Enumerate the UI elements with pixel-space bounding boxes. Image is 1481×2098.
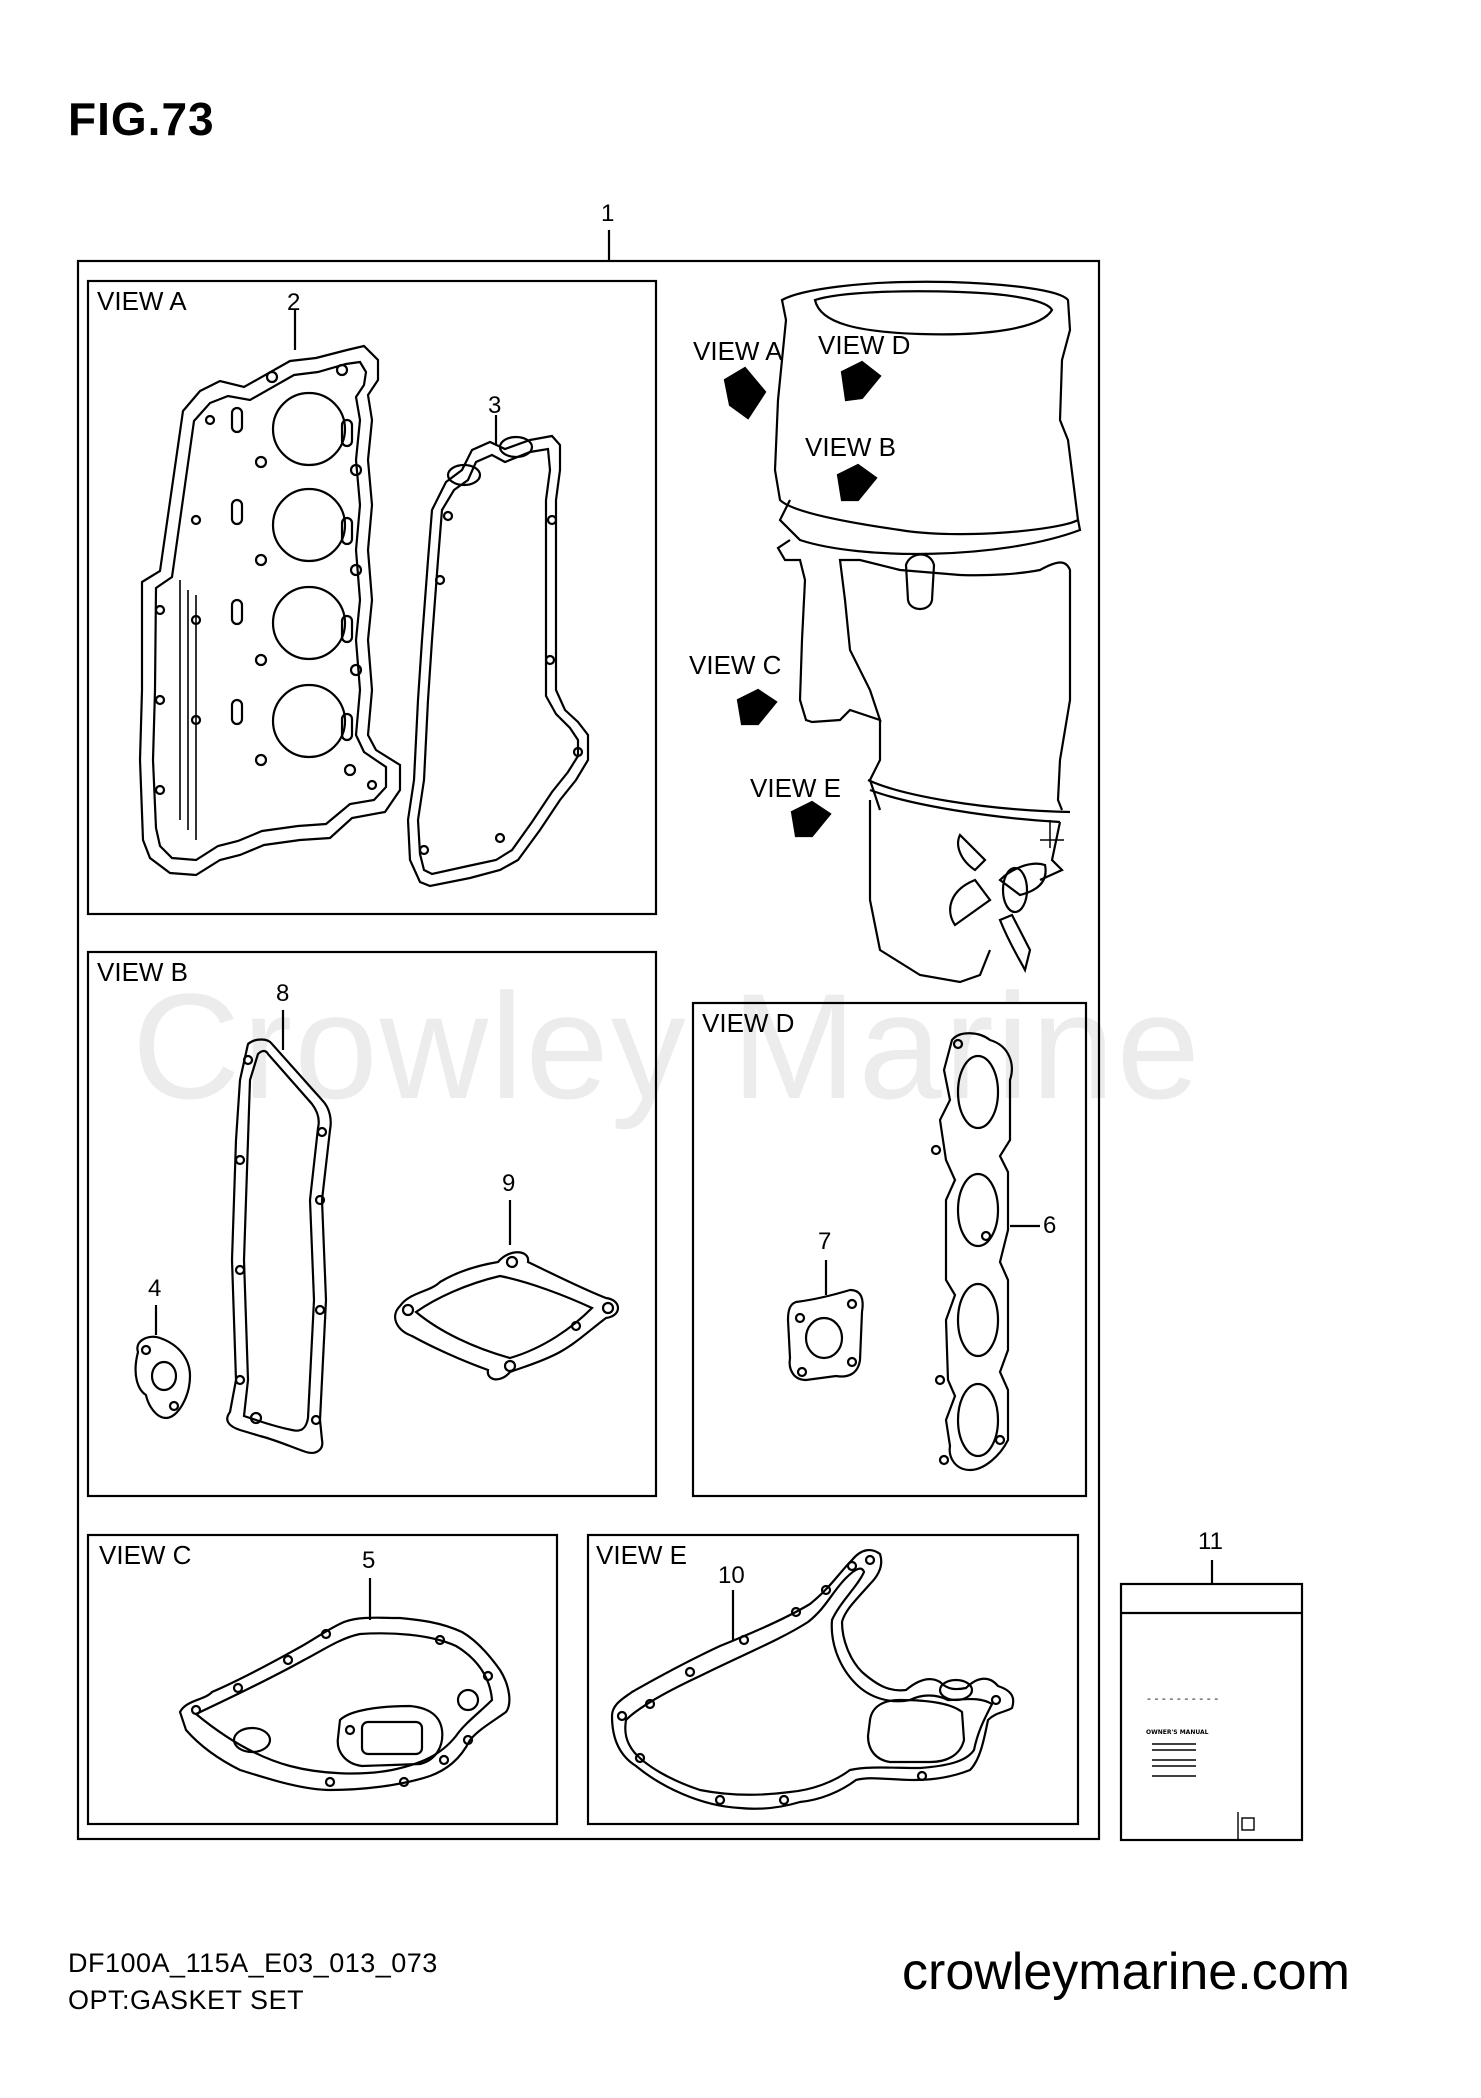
figure-title: FIG.73 (68, 93, 215, 145)
gasket-6 (930, 1032, 1013, 1472)
gasket-10 (610, 1548, 1015, 1810)
diagram-name: OPT:GASKET SET (68, 1985, 305, 2015)
motor-view-b-label: VIEW B (805, 432, 897, 462)
view-a-box (86, 279, 658, 916)
part-callout-2: 2 (287, 289, 301, 316)
manual-heading: OWNER'S MANUAL (1146, 1729, 1209, 1736)
diagram-code: DF100A_115A_E03_013_073 (68, 1948, 438, 1978)
part-callout-3: 3 (488, 392, 502, 419)
site-name: crowleymarine.com (902, 1943, 1350, 2001)
view-e-label: VIEW E (596, 1540, 688, 1570)
manual-dashes: - - - - - - - - - - (1147, 1692, 1219, 1705)
part-callout-8: 8 (276, 980, 290, 1007)
view-a-label: VIEW A (97, 286, 187, 316)
part-callout-7: 7 (818, 1228, 832, 1255)
part-callout-5: 5 (362, 1547, 376, 1574)
view-d-box (691, 1001, 1088, 1498)
view-b-box (86, 950, 658, 1498)
view-b-label: VIEW B (97, 957, 189, 987)
manual-box (1119, 1582, 1304, 1842)
gasket-4 (134, 1335, 192, 1420)
part-callout-9: 9 (502, 1170, 516, 1197)
part-callout-11: 11 (1198, 1528, 1223, 1555)
motor-view-d-label: VIEW D (818, 330, 911, 360)
gasket-9 (394, 1251, 620, 1381)
view-e-box (586, 1533, 1080, 1826)
gasket-5 (178, 1616, 511, 1792)
part-callout-10: 10 (718, 1562, 745, 1589)
motor-view-e-label: VIEW E (750, 773, 842, 803)
outer-frame (76, 259, 1101, 1841)
cover-gasket-3 (406, 434, 590, 888)
part-callout-4: 4 (148, 1275, 162, 1302)
part-callout-6: 6 (1043, 1212, 1057, 1239)
view-c-box (86, 1533, 559, 1826)
motor-view-a-label: VIEW A (693, 336, 783, 366)
gasket-8 (226, 1038, 332, 1454)
view-c-label: VIEW C (99, 1540, 192, 1570)
outboard-motor (773, 280, 1082, 984)
cylinder-head-gasket-2 (138, 344, 402, 877)
view-d-label: VIEW D (702, 1008, 795, 1038)
part-callout-1: 1 (601, 200, 615, 227)
gasket-7 (786, 1288, 864, 1382)
view-arrows (723, 360, 882, 838)
motor-view-c-label: VIEW C (689, 650, 782, 680)
